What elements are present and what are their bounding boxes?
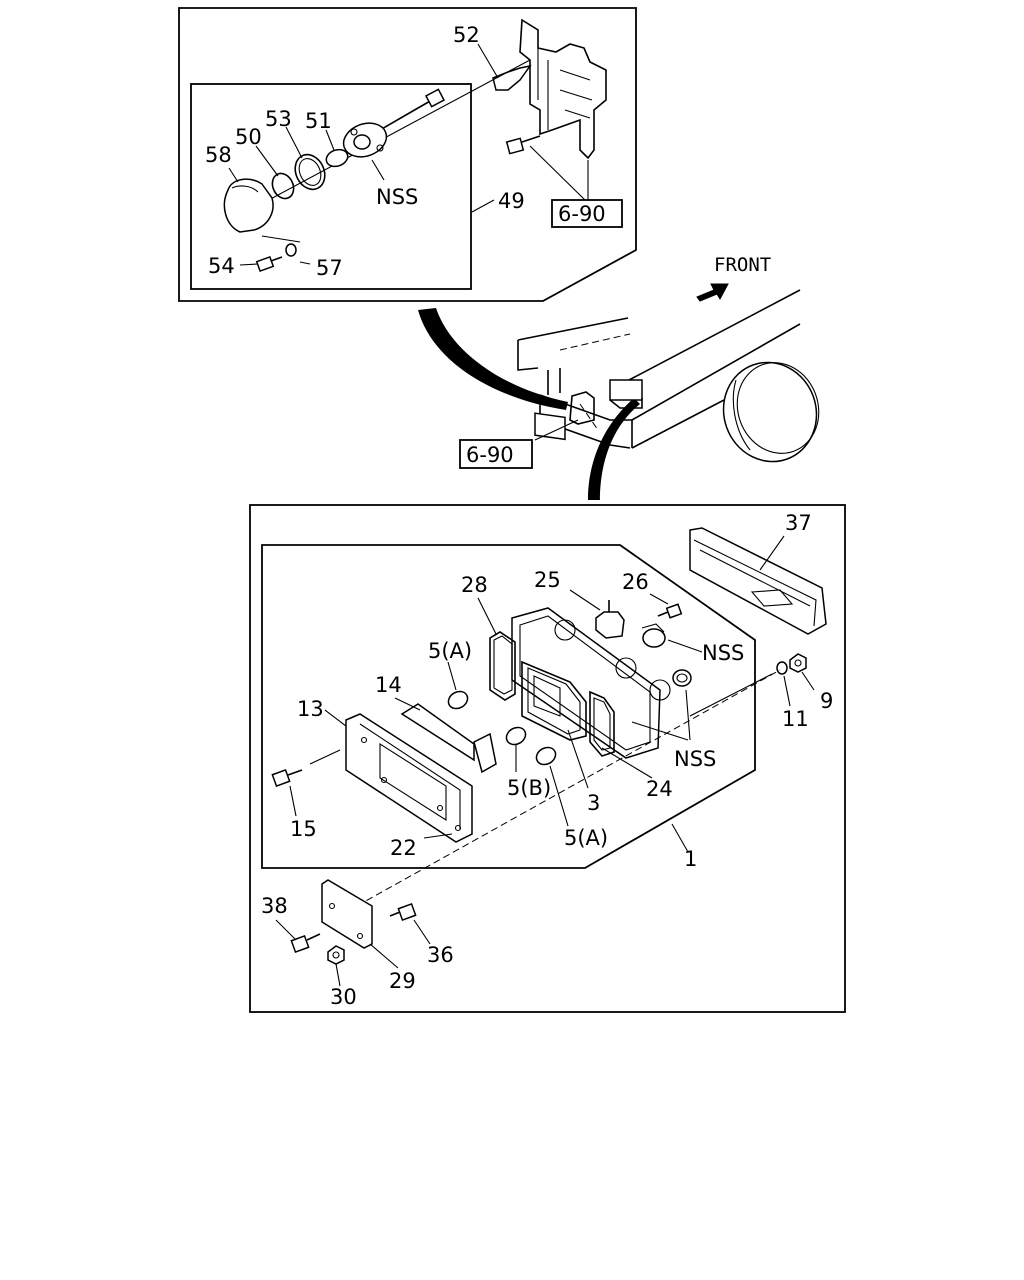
callout-37: 37: [785, 511, 812, 535]
part-3-inner: [521, 660, 587, 741]
part-37-lens: [689, 527, 827, 635]
callout-51: 51: [305, 109, 332, 133]
ref-box-middle: [459, 439, 533, 469]
callout-nss-b: NSS: [674, 747, 716, 771]
callout-nss-a: NSS: [702, 641, 744, 665]
part-24-gasket: [589, 690, 615, 757]
callout-14: 14: [375, 673, 402, 697]
callout-50: 50: [235, 125, 262, 149]
part-29-bracket: [321, 879, 373, 949]
callout-30: 30: [330, 985, 357, 1009]
bottom-inner-frame: [261, 544, 756, 869]
part-51-bulb: [325, 148, 349, 168]
callout-53: 53: [265, 107, 292, 131]
callout-11: 11: [782, 707, 809, 731]
callout-5a-upper: 5(A): [428, 639, 472, 663]
callout-57: 57: [316, 256, 343, 280]
callout-1: 1: [684, 847, 697, 871]
callout-52: 52: [453, 23, 480, 47]
callout-24: 24: [646, 777, 673, 801]
bottom-outer-frame: [249, 504, 846, 1013]
part-28-gasket: [489, 631, 516, 701]
callout-nss-top: NSS: [376, 185, 418, 209]
callout-36: 36: [427, 943, 454, 967]
part-11-washer: [776, 661, 788, 675]
part-25-socket: [595, 600, 625, 639]
callout-15: 15: [290, 817, 317, 841]
bulb-5a-lower: [535, 746, 557, 766]
part-50-oring: [271, 172, 295, 200]
part-54-screw: [255, 255, 283, 273]
part-38-bolt: [290, 933, 321, 953]
part-26-screw: [657, 603, 683, 619]
callout-26: 26: [622, 570, 649, 594]
callout-9: 9: [820, 689, 833, 713]
part-9-nut: [789, 653, 807, 673]
lamp-housing: [511, 607, 671, 759]
callout-58: 58: [205, 143, 232, 167]
bulb-5a-upper: [447, 690, 469, 710]
bottom-detail-group: 37 25 26 28 NSS 5(A) 14 13 9 11 NSS 15 5…: [249, 504, 846, 1013]
part-57-washer: [285, 243, 297, 257]
mounting-bracket: [519, 18, 607, 160]
wire-harness: [379, 99, 433, 131]
callout-3: 3: [587, 791, 600, 815]
callout-28: 28: [461, 573, 488, 597]
top-inner-frame: [190, 83, 472, 290]
callout-38: 38: [261, 894, 288, 918]
top-detail-group: 6-90 52 53 51 50 58 NSS 49 54 57: [178, 7, 637, 302]
callout-54: 54: [208, 254, 235, 278]
ref-top-label: 6-90: [558, 202, 606, 226]
callout-49: 49: [498, 189, 525, 213]
curved-leader-top: [418, 308, 568, 410]
ref-middle-label: 6-90: [466, 443, 514, 467]
part-15-screw: [271, 769, 303, 787]
part-14-plate: [400, 703, 497, 774]
callout-25: 25: [534, 568, 561, 592]
part-53-gasket: [294, 153, 326, 191]
front-arrow-icon: [696, 283, 729, 302]
callout-29: 29: [389, 969, 416, 993]
front-label: FRONT: [714, 254, 771, 276]
vehicle-overview-group: FRONT 6-90: [418, 254, 820, 500]
callout-13: 13: [297, 697, 324, 721]
connector-icon: [424, 88, 446, 108]
bulb-5b: [505, 726, 527, 746]
part-13-backplate: [345, 713, 473, 843]
bracket-bolt: [505, 135, 541, 155]
part-30-nut: [327, 945, 345, 965]
curved-leader-bottom: [588, 398, 640, 500]
socket-base: [342, 122, 388, 158]
ref-box-top: [551, 199, 623, 228]
callout-5a-lower: 5(A): [564, 826, 608, 850]
nss-grommet-b: [672, 669, 692, 687]
callout-22: 22: [390, 836, 417, 860]
wheel-icon: [722, 361, 820, 463]
top-outer-frame: [178, 7, 637, 302]
callout-5b: 5(B): [507, 776, 551, 800]
part-36-bolt: [389, 903, 417, 921]
part-58-lens: [223, 178, 274, 233]
nss-bulb-a: [641, 623, 666, 648]
